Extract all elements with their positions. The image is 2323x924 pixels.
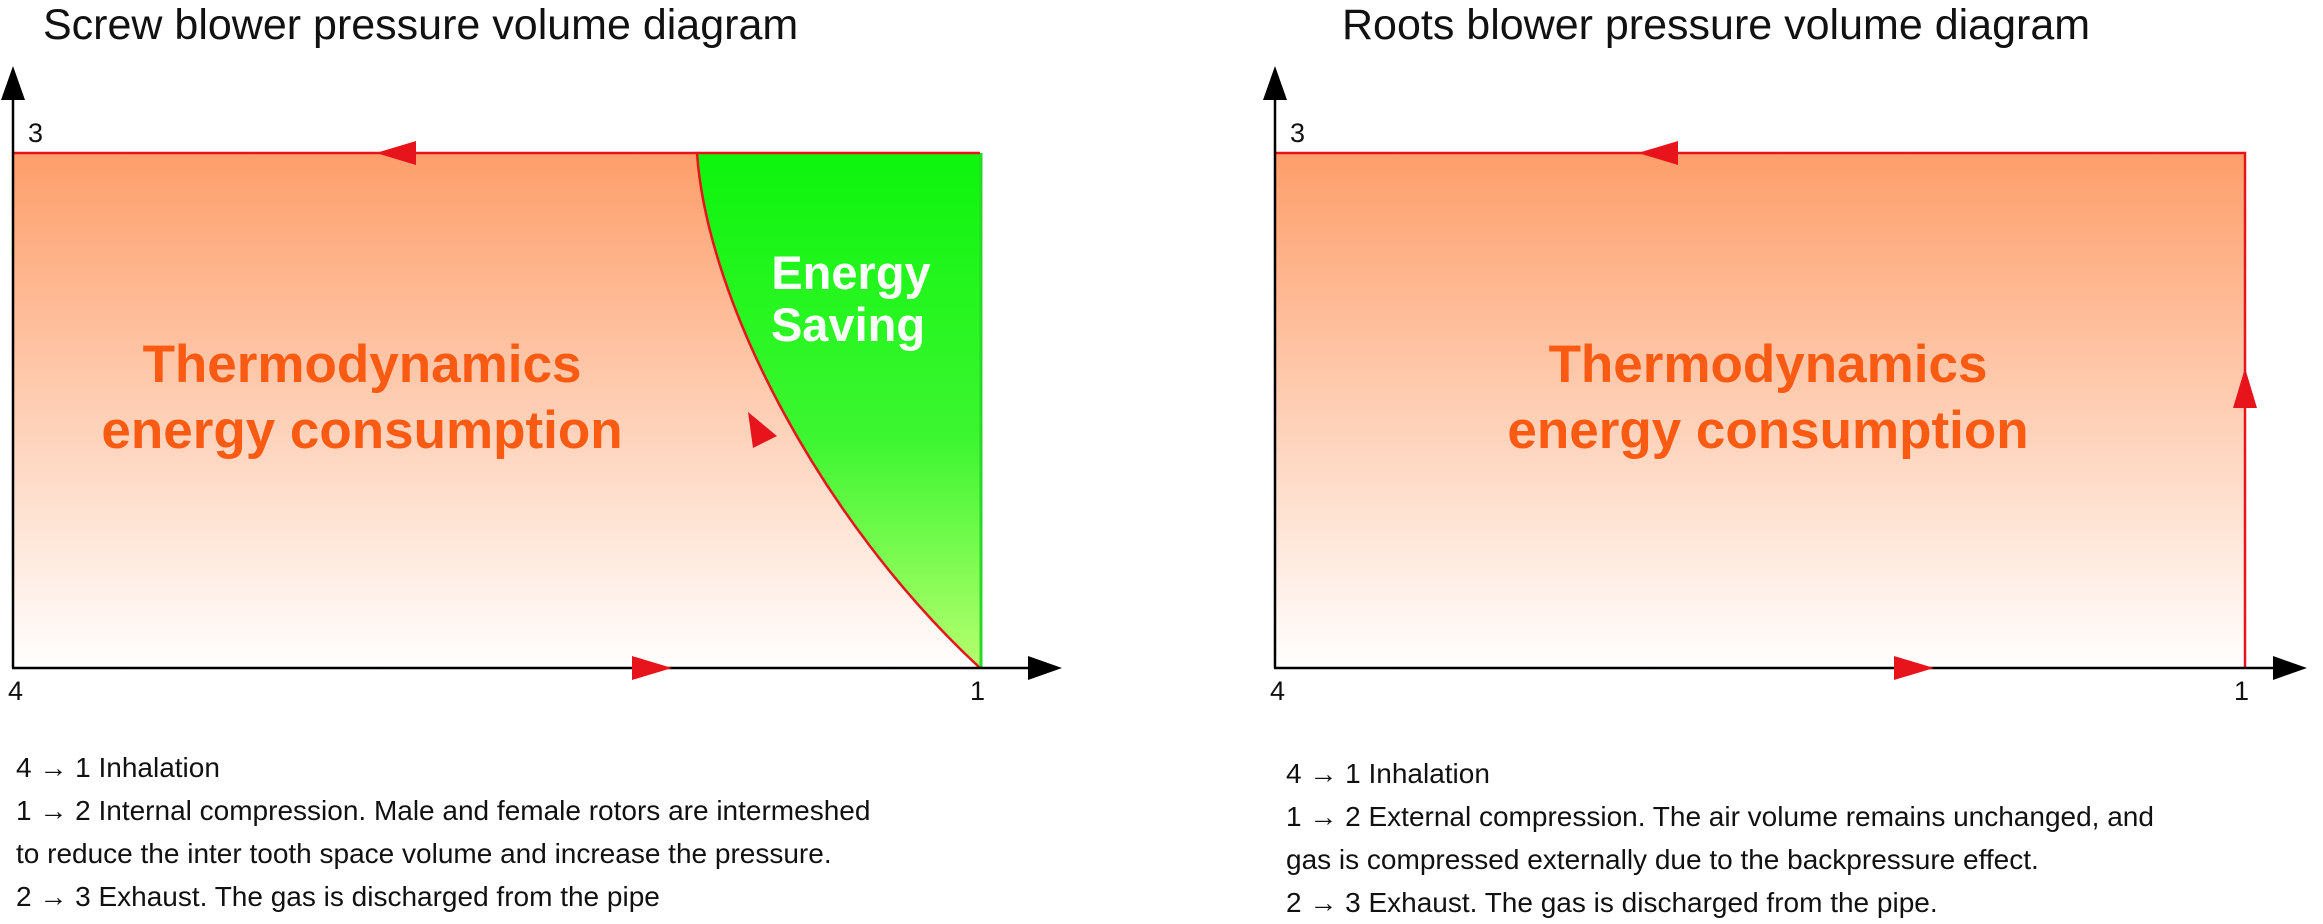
roots-step-line: 2 → 3 Exhaust. The gas is discharged fro…: [1286, 887, 1938, 918]
roots-diagram-panel: Roots blower pressure volume diagram 3 4…: [1262, 0, 2323, 918]
roots-pressure-axis-arrowhead: [1263, 66, 1287, 100]
roots-compression-direction-arrow: [2233, 368, 2257, 408]
roots-exhaust-direction-arrow: [1638, 141, 1678, 165]
roots-step-line: 1 → 2 External compression. The air volu…: [1286, 801, 2154, 832]
screw-exhaust-direction-arrow: [376, 141, 416, 165]
roots-point-1-label: 1: [2234, 676, 2249, 706]
roots-volume-axis-arrowhead: [2273, 656, 2307, 680]
roots-area-label-line-2: energy consumption: [1507, 401, 2028, 460]
roots-inhalation-direction-arrow: [1894, 656, 1934, 680]
screw-pressure-axis-arrowhead: [1, 66, 25, 100]
screw-area-label-line-2: energy consumption: [101, 401, 622, 460]
energy-saving-label-line-1: Energy: [771, 246, 930, 299]
screw-diagram-title: Screw blower pressure volume diagram: [43, 1, 799, 49]
screw-energy-consumption-area: [14, 153, 980, 668]
screw-step-line: 2 → 3 Exhaust. The gas is discharged fro…: [16, 881, 660, 912]
energy-saving-area: [697, 153, 980, 668]
roots-energy-consumption-area: [1276, 153, 2245, 668]
screw-step-line: to reduce the inter tooth space volume a…: [16, 838, 832, 869]
roots-point-4-label: 4: [1270, 676, 1285, 706]
energy-saving-label-line-2: Saving: [771, 298, 925, 351]
roots-pv-diagram: 3 4 1 Thermodynamics energy consumption: [1263, 66, 2307, 706]
roots-area-label-line-1: Thermodynamics: [1549, 335, 1988, 394]
screw-inhalation-direction-arrow: [632, 656, 672, 680]
screw-step-line: 1 → 2 Internal compression. Male and fem…: [16, 795, 871, 826]
roots-step-line: 4 → 1 Inhalation: [1286, 758, 1490, 789]
roots-diagram-title: Roots blower pressure volume diagram: [1342, 1, 2091, 49]
screw-point-1-label: 1: [970, 676, 985, 706]
screw-pv-diagram: 3 4 1 Thermodynamics energy consumption …: [1, 66, 1062, 706]
screw-volume-axis-arrowhead: [1028, 656, 1062, 680]
screw-point-3-label: 3: [28, 118, 43, 148]
screw-point-4-label: 4: [8, 676, 23, 706]
roots-cycle-line: [1276, 151, 2247, 668]
screw-compression-direction-arrow: [748, 412, 777, 448]
roots-step-line: gas is compressed externally due to the …: [1286, 844, 2039, 875]
screw-process-steps: 4 → 1 Inhalation 1 → 2 Internal compress…: [16, 746, 1146, 918]
screw-cycle-line: [14, 151, 981, 669]
screw-diagram-panel: Screw blower pressure volume diagram: [0, 0, 1160, 914]
screw-step-line: 4 → 1 Inhalation: [16, 752, 220, 783]
screw-area-label-line-1: Thermodynamics: [143, 335, 582, 394]
roots-point-3-label: 3: [1290, 118, 1305, 148]
roots-process-steps: 4 → 1 Inhalation 1 → 2 External compress…: [1286, 752, 2316, 924]
